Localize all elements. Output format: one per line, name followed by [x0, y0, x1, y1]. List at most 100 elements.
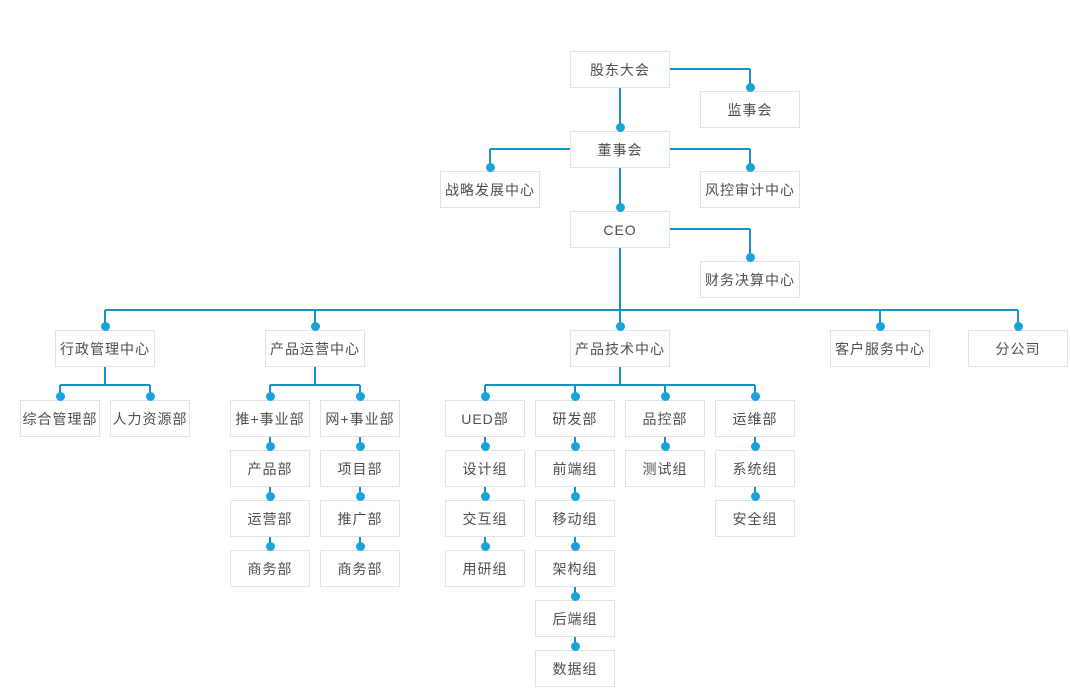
connector-dot — [570, 591, 580, 601]
connector-line — [269, 385, 271, 396]
connector-dot — [485, 162, 495, 172]
connector-line — [754, 385, 756, 396]
connector-line — [359, 385, 361, 396]
connector-line — [749, 229, 751, 257]
connector-dot — [480, 391, 490, 401]
org-node-ued-dept[interactable]: UED部 — [445, 400, 525, 437]
org-node-testing-group[interactable]: 测试组 — [625, 450, 705, 487]
connector-dot — [615, 202, 625, 212]
connector-dot — [265, 391, 275, 401]
org-node-ceo[interactable]: CEO — [570, 211, 670, 248]
connector-line — [749, 69, 751, 87]
org-node-mobile-group[interactable]: 移动组 — [535, 500, 615, 537]
connector-dot — [750, 491, 760, 501]
connector-line — [670, 68, 750, 70]
org-node-business-dept-tui[interactable]: 商务部 — [230, 550, 310, 587]
org-node-shareholders-meeting[interactable]: 股东大会 — [570, 51, 670, 88]
connector-dot — [480, 441, 490, 451]
org-node-board-of-directors[interactable]: 董事会 — [570, 131, 670, 168]
org-node-quality-control-dept[interactable]: 品控部 — [625, 400, 705, 437]
connector-dot — [570, 441, 580, 451]
connector-dot — [745, 252, 755, 262]
org-node-frontend-group[interactable]: 前端组 — [535, 450, 615, 487]
connector-dot — [355, 541, 365, 551]
org-node-supervisory-board[interactable]: 监事会 — [700, 91, 800, 128]
connector-dot — [570, 641, 580, 651]
connector-dot — [615, 122, 625, 132]
connector-dot — [265, 491, 275, 501]
connector-dot — [750, 391, 760, 401]
org-node-tui-business-unit[interactable]: 推+事业部 — [230, 400, 310, 437]
org-node-user-research-group[interactable]: 用研组 — [445, 550, 525, 587]
connector-dot — [660, 391, 670, 401]
connector-line — [574, 385, 576, 396]
connector-line — [879, 310, 881, 327]
connector-line — [619, 168, 621, 207]
connector-dot — [570, 391, 580, 401]
connector-line — [60, 384, 150, 386]
org-node-backend-group[interactable]: 后端组 — [535, 600, 615, 637]
connector-dot — [145, 391, 155, 401]
org-node-financial-settlement-center[interactable]: 财务决算中心 — [700, 261, 800, 298]
connector-line — [485, 384, 755, 386]
connector-line — [59, 385, 61, 396]
connector-dot — [355, 441, 365, 451]
org-node-business-dept-wang[interactable]: 商务部 — [320, 550, 400, 587]
connector-dot — [875, 321, 885, 331]
org-node-human-resources-dept[interactable]: 人力资源部 — [110, 400, 190, 437]
org-node-project-dept[interactable]: 项目部 — [320, 450, 400, 487]
connector-dot — [750, 441, 760, 451]
connector-line — [619, 248, 621, 310]
connector-dot — [355, 391, 365, 401]
connector-dot — [100, 321, 110, 331]
connector-dot — [310, 321, 320, 331]
org-node-product-operation-center[interactable]: 产品运营中心 — [265, 330, 365, 367]
connector-line — [314, 310, 316, 327]
org-node-system-group[interactable]: 系统组 — [715, 450, 795, 487]
connector-line — [104, 310, 106, 327]
org-node-general-management-dept[interactable]: 综合管理部 — [20, 400, 100, 437]
org-node-operation-dept[interactable]: 运营部 — [230, 500, 310, 537]
connector-line — [619, 310, 621, 327]
connector-line — [1017, 310, 1019, 327]
connector-line — [749, 149, 751, 167]
connector-line — [670, 228, 750, 230]
org-node-customer-service-center[interactable]: 客户服务中心 — [830, 330, 930, 367]
connector-line — [484, 385, 486, 396]
connector-dot — [570, 541, 580, 551]
connector-line — [105, 309, 1018, 311]
connector-line — [149, 385, 151, 396]
connector-dot — [480, 541, 490, 551]
org-node-admin-management-center[interactable]: 行政管理中心 — [55, 330, 155, 367]
org-node-wang-business-unit[interactable]: 网+事业部 — [320, 400, 400, 437]
org-node-branch-company[interactable]: 分公司 — [968, 330, 1068, 367]
connector-line — [619, 88, 621, 127]
connector-dot — [745, 162, 755, 172]
org-node-risk-audit-center[interactable]: 风控审计中心 — [700, 171, 800, 208]
org-node-strategy-development-center[interactable]: 战略发展中心 — [440, 171, 540, 208]
org-node-ops-maintenance-dept[interactable]: 运维部 — [715, 400, 795, 437]
connector-line — [664, 385, 666, 396]
connector-dot — [745, 82, 755, 92]
org-node-design-group[interactable]: 设计组 — [445, 450, 525, 487]
org-node-rd-dept[interactable]: 研发部 — [535, 400, 615, 437]
connector-line — [670, 148, 750, 150]
connector-dot — [55, 391, 65, 401]
org-node-interaction-group[interactable]: 交互组 — [445, 500, 525, 537]
org-node-product-technology-center[interactable]: 产品技术中心 — [570, 330, 670, 367]
connector-dot — [1013, 321, 1023, 331]
org-node-promotion-dept[interactable]: 推广部 — [320, 500, 400, 537]
org-node-data-group[interactable]: 数据组 — [535, 650, 615, 687]
connector-line — [104, 367, 106, 385]
connector-dot — [265, 441, 275, 451]
org-node-architecture-group[interactable]: 架构组 — [535, 550, 615, 587]
connector-dot — [265, 541, 275, 551]
connector-dot — [660, 441, 670, 451]
org-node-product-dept[interactable]: 产品部 — [230, 450, 310, 487]
org-node-security-group[interactable]: 安全组 — [715, 500, 795, 537]
connector-line — [270, 384, 360, 386]
connector-line — [490, 148, 570, 150]
connector-line — [489, 149, 491, 167]
connector-dot — [355, 491, 365, 501]
